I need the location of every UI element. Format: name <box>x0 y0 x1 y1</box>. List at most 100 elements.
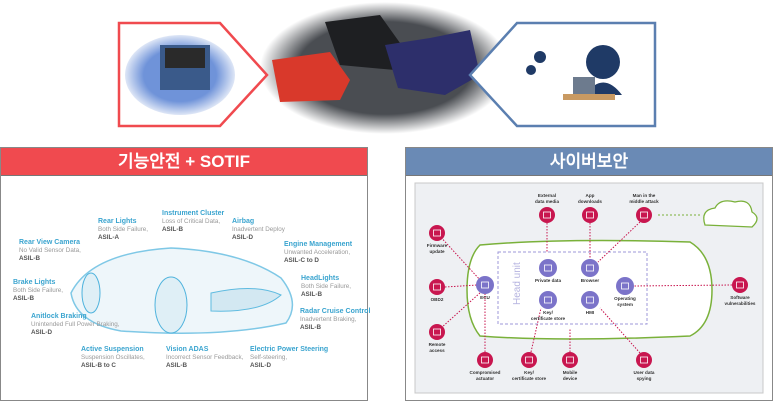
hacker-icon <box>521 352 537 368</box>
hazard-asil: ASIL-B to C <box>81 362 116 369</box>
panel-title: 사이버보안 <box>406 148 772 176</box>
hazard-name: Active Suspension <box>81 346 144 353</box>
node-label: downloads <box>578 199 602 204</box>
hazard-desc: Inadvertent Deploy <box>232 226 285 233</box>
hazard-name: Instrument Cluster <box>162 210 225 217</box>
hazard-desc: Incorrect Sensor Feedback, <box>166 354 244 361</box>
hazard-asil: ASIL-B <box>19 255 40 262</box>
hazard-asil: ASIL-B <box>300 324 321 331</box>
hazard-desc: No Valid Sensor Data, <box>19 247 81 254</box>
hazard-name: Electric Power Steering <box>250 346 329 353</box>
hacker-icon <box>429 279 445 295</box>
node-label: actuator <box>476 376 494 381</box>
usb-icon <box>539 207 555 223</box>
hazard-asil: ASIL-A <box>98 234 119 241</box>
node-label: system <box>617 302 633 307</box>
hazard-desc: Loss of Critical Data, <box>162 218 221 225</box>
node-label: Browser <box>581 278 600 283</box>
node-label: ECU <box>480 295 490 300</box>
hazard-desc: Inadvertent Braking, <box>300 316 357 323</box>
node-label: Private data <box>535 278 561 283</box>
node-label: data media <box>535 199 559 204</box>
hero-illustration <box>0 0 773 140</box>
hacker-icon <box>477 352 493 368</box>
functional-safety-panel: 기능안전 + SOTIF <box>0 147 368 401</box>
hacker-icon <box>636 207 652 223</box>
hazard-asil: ASIL-D <box>250 362 271 369</box>
head-unit-box <box>497 251 648 325</box>
head-unit-label: Head unit <box>512 262 523 305</box>
crash-photo <box>260 2 510 134</box>
hazard-name: Rear View Camera <box>19 239 80 246</box>
hazard-asil: ASIL-B <box>162 226 183 233</box>
node-label: Man in the <box>633 193 656 198</box>
hazard-asil: ASIL-D <box>232 234 253 241</box>
hazard-desc: Unwanted Acceleration, <box>284 249 351 256</box>
hazard-name: Rear Lights <box>98 218 137 225</box>
node-label: update <box>429 249 445 254</box>
hazard-name: Airbag <box>232 218 255 225</box>
node-label: User data <box>634 370 655 375</box>
hazard-desc: Suspension Oscillates, <box>81 354 145 361</box>
node-label: App <box>586 193 595 198</box>
node-label: device <box>563 376 578 381</box>
node-label: Remote <box>429 342 446 347</box>
node-label: Key/ <box>524 370 534 375</box>
os-icon <box>616 277 634 295</box>
node-label: spying <box>637 376 652 381</box>
hazard-asil: ASIL-C to D <box>284 257 319 264</box>
hazard-desc: Both Side Failure, <box>98 226 149 233</box>
hazard-name: Radar Cruise Control <box>300 308 371 315</box>
key-icon <box>539 291 557 309</box>
attack-vector-obd: OBD2 <box>429 279 445 302</box>
refresh-icon <box>429 225 445 241</box>
node-label: HMI <box>586 310 594 315</box>
node-label: vulnerabilities <box>725 301 756 306</box>
attack-path <box>444 284 478 288</box>
hazard-asil: ASIL-D <box>31 329 52 336</box>
node-label: Compromised <box>470 370 501 375</box>
hazard-name: Engine Management <box>284 241 353 248</box>
chip-icon <box>476 276 494 294</box>
component-private: Private data <box>535 259 561 283</box>
hazard-name: Brake Lights <box>13 279 56 286</box>
node-label: Operating <box>614 296 636 301</box>
component-ecu: ECU <box>476 276 494 300</box>
node-label: Software <box>730 295 750 300</box>
hacker-icon <box>526 45 622 100</box>
car-outline <box>466 239 713 340</box>
component-hmi: HMI <box>581 291 599 315</box>
hazard-desc: Both Side Failure, <box>13 287 64 294</box>
panel-title: 기능안전 + SOTIF <box>1 148 367 176</box>
burnt-battery-icon <box>125 35 235 115</box>
phone-icon <box>562 352 578 368</box>
node-label: Mobile <box>563 370 578 375</box>
hazard-desc: Self-steering, <box>250 354 288 361</box>
component-browser: Browser <box>581 259 600 283</box>
hazard-desc: Both Side Failure, <box>301 283 352 290</box>
hazard-name: Vision ADAS <box>166 346 209 353</box>
attack-path <box>436 232 482 282</box>
node-label: Key/ <box>543 310 553 315</box>
wifi-icon <box>429 324 445 340</box>
document-lock-icon <box>539 259 557 277</box>
node-label: access <box>429 348 445 353</box>
hazard-name: HeadLights <box>301 275 340 282</box>
hacker-icon <box>732 277 748 293</box>
node-label: middle attack <box>629 199 659 204</box>
